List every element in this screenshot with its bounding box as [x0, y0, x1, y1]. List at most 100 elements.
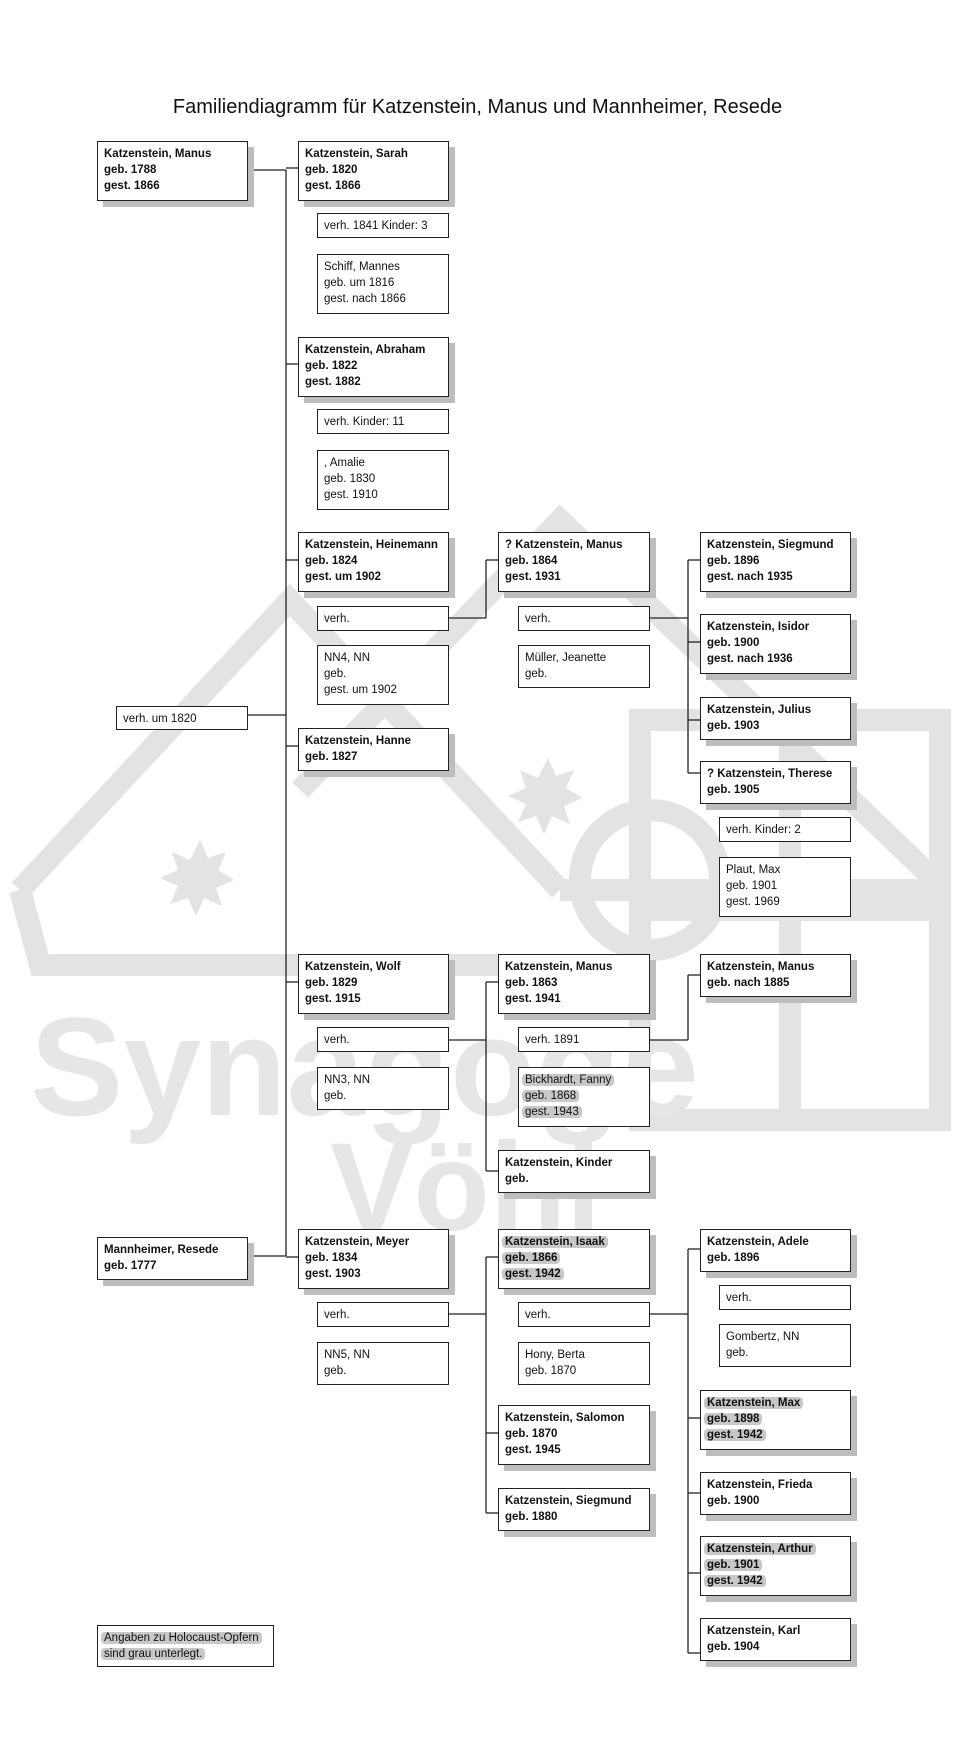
spouse-box-nn5[interactable]: NN5, NN geb.: [317, 1342, 449, 1385]
marriage-box-isaak[interactable]: verh.: [518, 1302, 650, 1327]
person-box-manus-1864[interactable]: ? Katzenstein, Manus geb. 1864 gest. 1931: [498, 532, 650, 592]
spouse-box-hony[interactable]: Hony, Berta geb. 1870: [518, 1342, 650, 1385]
marriage-box-meyer[interactable]: verh.: [317, 1302, 449, 1327]
box-text-line: Katzenstein, Wolf: [305, 961, 401, 973]
box-text-line: Katzenstein, Siegmund: [707, 539, 834, 551]
box-text-line: geb. 1827: [305, 751, 358, 763]
person-box-heinemann[interactable]: Katzenstein, Heinemann geb. 1824 gest. um …: [298, 532, 449, 592]
box-text-line: Katzenstein, Karl: [707, 1625, 801, 1637]
box-text-line: Katzenstein, Meyer: [305, 1236, 410, 1248]
box-text-line: verh.: [324, 1034, 350, 1046]
box-text-line: Katzenstein, Arthur: [704, 1541, 844, 1557]
box-text-line: Plaut, Max: [726, 864, 781, 876]
box-text-line: geb. nach 1885: [707, 977, 790, 989]
box-text-line: geb. 1830: [324, 473, 376, 485]
legend-line-2: sind grau unterlegt.: [101, 1646, 267, 1662]
marriage-box-heinemann[interactable]: verh.: [317, 606, 449, 631]
person-box-frieda[interactable]: Katzenstein, Frieda geb. 1900: [700, 1472, 851, 1515]
box-text-line: Katzenstein, Julius: [707, 704, 812, 716]
box-text-line: verh. Kinder: 11: [324, 416, 405, 428]
box-text-line: Katzenstein, Max: [704, 1395, 844, 1411]
box-text-line: geb.: [505, 1173, 529, 1185]
box-text-line: gest. nach 1935: [707, 571, 793, 583]
box-text-line: geb. 1824: [305, 555, 358, 567]
box-text-line: Gombertz, NN: [726, 1331, 800, 1343]
box-text-line: gest. 1945: [505, 1444, 561, 1456]
page-title: Familiendiagramm für Katzenstein, Manus …: [172, 96, 783, 118]
box-text-line: geb. 1822: [305, 360, 358, 372]
box-text-line: geb. 1863: [505, 977, 558, 989]
box-text-line: verh. 1891: [525, 1034, 580, 1046]
box-text-line: Katzenstein, Frieda: [707, 1479, 813, 1491]
box-text-line: Katzenstein, Abraham: [305, 344, 426, 356]
box-text-line: gest. 1969: [726, 896, 780, 908]
box-text-line: Katzenstein, Isidor: [707, 621, 810, 633]
marriage-box-1820[interactable]: verh. um 1820: [116, 706, 248, 730]
marriage-box-wolf[interactable]: verh.: [317, 1027, 449, 1052]
box-text-line: gest. um 1902: [324, 684, 397, 696]
box-text-line: verh.: [525, 613, 551, 625]
box-text-line: gest. 1915: [305, 993, 361, 1005]
box-text-line: NN5, NN: [324, 1349, 371, 1361]
box-text-line: ? Katzenstein, Manus: [505, 539, 623, 551]
box-text-line: geb.: [324, 1090, 347, 1102]
marriage-box-manus-1863[interactable]: verh. 1891: [518, 1027, 650, 1052]
box-text-line: Hony, Berta: [525, 1349, 585, 1361]
box-text-line: geb.: [525, 668, 548, 680]
marriage-box-manus-1864[interactable]: verh.: [518, 606, 650, 631]
box-text-line: gest. 1943: [522, 1104, 643, 1120]
box-text-line: geb.: [324, 1365, 347, 1377]
box-text-line: geb. 1896: [707, 1252, 760, 1264]
box-text-line: Katzenstein, Manus: [505, 961, 613, 973]
marriage-box-abraham[interactable]: verh. Kinder: 11: [317, 409, 449, 434]
box-text-line: gest. 1942: [704, 1573, 844, 1589]
box-text-line: Katzenstein, Kinder: [505, 1157, 613, 1169]
person-box-kinder[interactable]: Katzenstein, Kinder geb.: [498, 1150, 650, 1193]
box-text-line: gest. um 1902: [305, 571, 382, 583]
box-text-line: verh. Kinder: 2: [726, 824, 801, 836]
box-text-line: gest. 1931: [505, 571, 561, 583]
box-text-line: Katzenstein, Heinemann: [305, 539, 438, 551]
box-text-line: geb. 1864: [505, 555, 558, 567]
marriage-box-adele[interactable]: verh.: [719, 1285, 851, 1310]
box-text-line: verh. 1841 Kinder: 3: [324, 220, 428, 232]
box-text-line: geb. 1900: [707, 1495, 760, 1507]
box-text-line: geb. 1870: [525, 1365, 577, 1377]
box-text-line: gest. 1910: [324, 489, 378, 501]
box-text-line: geb. 1788: [104, 164, 157, 176]
box-text-line: gest. 1866: [305, 180, 361, 192]
box-text-line: Bickhardt, Fanny: [522, 1072, 643, 1088]
box-text-line: geb. 1868: [522, 1088, 643, 1104]
box-text-line: geb. um 1816: [324, 277, 395, 289]
marriage-box-therese[interactable]: verh. Kinder: 2: [719, 817, 851, 842]
marriage-box-sarah[interactable]: verh. 1841 Kinder: 3: [317, 213, 449, 238]
